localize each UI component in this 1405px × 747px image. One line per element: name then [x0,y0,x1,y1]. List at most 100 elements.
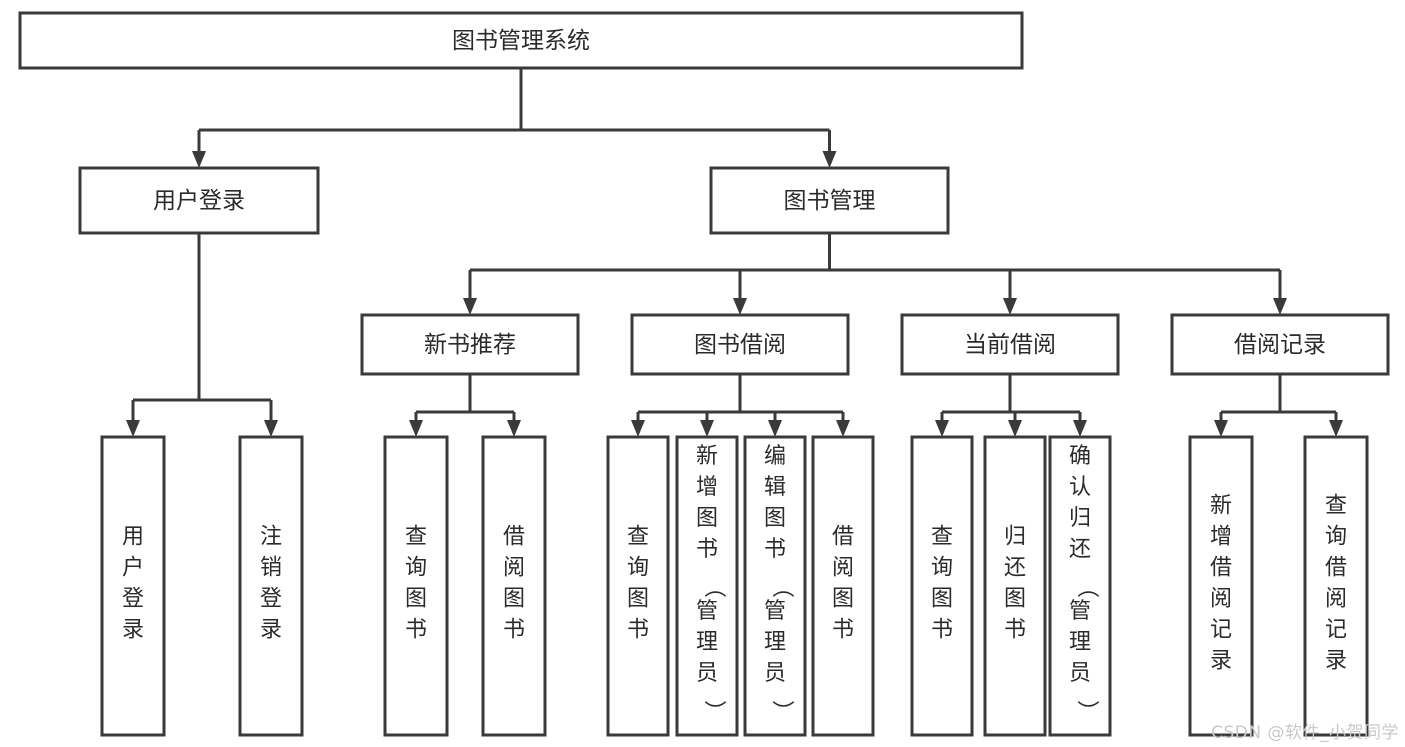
node-label: 借阅记录 [1234,332,1326,358]
leaf-label-char: 登 [260,587,282,612]
level3-node-图书借阅[interactable]: 图书借阅 [630,313,850,376]
node-label: 图书管理 [784,188,876,214]
leaf-label-char: 认 [1069,475,1091,500]
leaf-label-char: 销 [260,556,282,581]
leaf-label-char: 归 [1004,525,1026,550]
leaf-label-char: 阅 [1325,587,1347,612]
leaf-label-char: 编 [764,444,786,469]
leaf-label-char: 用 [122,525,144,550]
leaf-label-char: 查 [931,525,953,550]
arrowhead-icon [1008,420,1022,437]
leaf-label-char: （ [1074,576,1099,598]
leaf-label-char: 书 [832,618,854,643]
leaf-label-char: 归 [1069,506,1091,531]
arrowhead-icon [1003,298,1017,315]
leaf-label-char: （ [769,576,794,598]
leaf-label-char: 增 [1210,525,1232,550]
leaf-label-char: 借 [832,525,854,550]
arrowhead-icon [1329,420,1343,437]
leaf-label-char: 录 [1325,649,1347,674]
leaf-label-char: 查 [405,525,427,550]
level3-node-新书推荐[interactable]: 新书推荐 [360,313,580,376]
node-box [709,166,950,235]
leaf-label-char: 还 [1069,537,1091,562]
leaf-label-char: 询 [931,556,953,581]
leaf-label-char: 书 [1004,618,1026,643]
leaf-label-char: 阅 [1210,587,1232,612]
node-box [910,435,974,737]
leaf-label-char: 记 [1325,618,1347,643]
node-box [743,435,807,737]
arrowhead-icon [463,298,477,315]
node-box [238,435,304,737]
leaf-label-char: 管 [696,599,718,624]
leaf-label-char: 书 [696,537,718,562]
leaf-label-char: ） [701,700,726,722]
leaf-label-char: 登 [122,587,144,612]
node-box [360,313,580,376]
leaf-label-char: 借 [1210,556,1232,581]
leaf-label-char: 图 [696,506,718,531]
node-box [900,313,1120,376]
leaf-label-char: 员 [764,661,786,686]
node-box [100,435,166,737]
leaf-label-char: 图 [832,587,854,612]
leaf-label-char: 询 [405,556,427,581]
level3-node-当前借阅[interactable]: 当前借阅 [900,313,1120,376]
level2-node-用户登录[interactable]: 用户登录 [78,166,320,235]
leaf-label-char: 员 [696,661,718,686]
node-box [1170,313,1390,376]
connector-layer [126,68,1343,437]
leaf-label-char: 图 [764,506,786,531]
root-node-图书管理系统[interactable]: 图书管理系统 [18,11,1024,70]
leaf-label-char: 书 [405,618,427,643]
level3-node-借阅记录[interactable]: 借阅记录 [1170,313,1390,376]
node-box [606,435,670,737]
leaf-label-char: 录 [122,618,144,643]
node-box [675,435,739,737]
arrowhead-icon [507,420,521,437]
leaf-label-char: 图 [503,587,525,612]
arrowhead-icon [836,420,850,437]
node-label: 当前借阅 [964,332,1056,358]
leaf-label-char: 借 [1325,556,1347,581]
leaf-label-char: 记 [1210,618,1232,643]
level2-node-图书管理[interactable]: 图书管理 [709,166,950,235]
leaf-label-char: 理 [1069,630,1091,655]
arrowhead-icon [264,420,278,437]
leaf-label-char: 理 [696,630,718,655]
leaf-label-char: 书 [627,618,649,643]
leaf-node-用户登录[interactable]: 用户登录 [100,435,166,737]
arrowhead-icon [822,151,837,168]
node-label: 图书管理系统 [452,28,590,54]
leaf-label-char: 新 [696,444,718,469]
node-box [383,435,449,737]
leaf-label-char: 录 [260,618,282,643]
leaf-label-char: 书 [764,537,786,562]
arrowhead-icon [768,420,782,437]
node-box [630,313,850,376]
leaf-label-char: ） [769,700,794,722]
node-box [811,435,875,737]
leaf-label-char: 查 [627,525,649,550]
arrowhead-icon [192,151,206,168]
node-label: 用户登录 [153,188,245,214]
watermark-text: CSDN @软件_小贺同学 [1211,723,1399,743]
leaf-label-char: ） [1074,700,1099,722]
leaf-label-char: （ [701,576,726,598]
leaf-label-char: 录 [1210,649,1232,674]
